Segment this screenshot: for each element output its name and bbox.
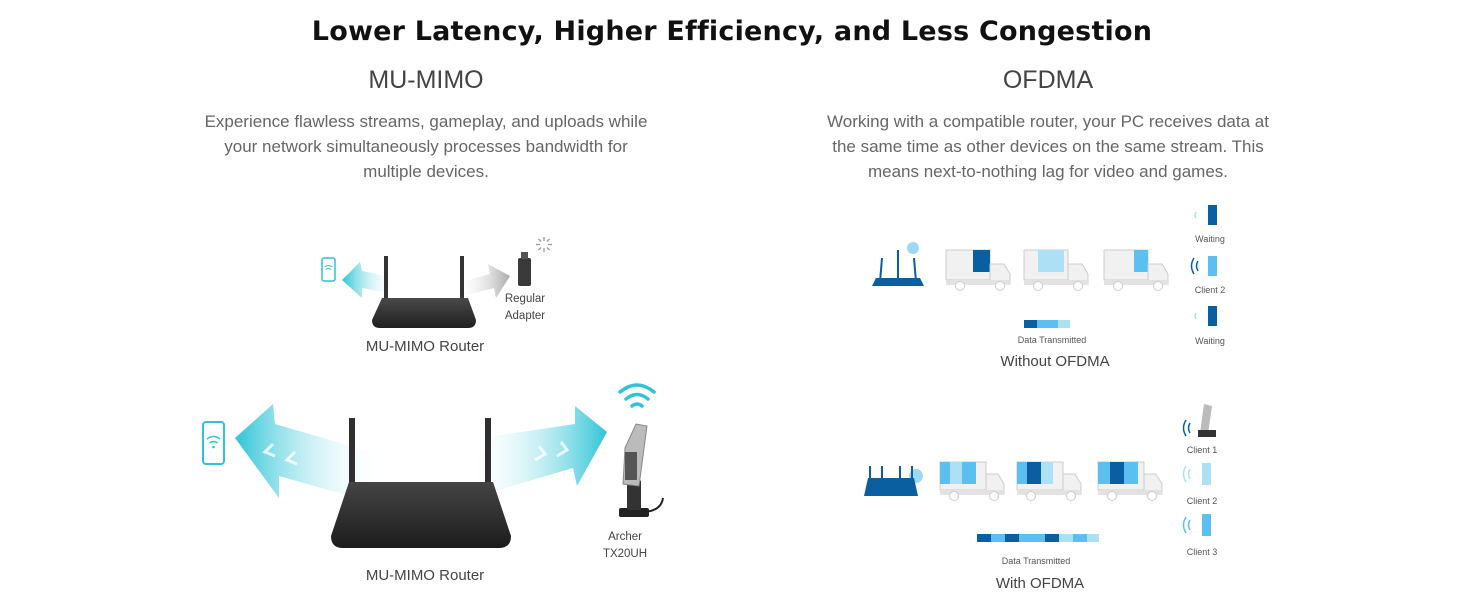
truck-icon (1024, 250, 1088, 291)
client-status-label: Waiting (1190, 234, 1230, 244)
with-ofdma-diagram (860, 400, 1230, 550)
without-ofdma-caption: Without OFDMA (955, 353, 1155, 370)
page-headline: Lower Latency, Higher Efficiency, and Le… (0, 16, 1464, 47)
data-transmitted-label: Data Transmitted (986, 556, 1086, 566)
adapter-label-line: Regular (495, 291, 555, 308)
signal-waves-icon (1192, 258, 1199, 274)
archer-adapter-label: Archer TX20UH (595, 529, 655, 563)
mu-mimo-title: MU-MIMO (276, 66, 576, 95)
phone-wifi-icon (322, 258, 335, 281)
client-label: Client 1 (1182, 445, 1222, 455)
wifi-icon (620, 385, 654, 406)
ofdma-title: OFDMA (898, 66, 1198, 95)
router-icon (372, 298, 476, 328)
client-device-icon (1195, 306, 1217, 326)
truck-icon (1104, 250, 1168, 291)
phone-wifi-icon (203, 422, 224, 464)
mu-mimo-router-caption-bottom: MU-MIMO Router (325, 567, 525, 584)
mu-mimo-desc-line: Experience flawless streams, gameplay, a… (176, 109, 676, 134)
usb-adapter-icon (619, 424, 663, 517)
mu-mimo-description: Experience flawless streams, gameplay, a… (176, 109, 676, 184)
client-status-label: Waiting (1190, 336, 1230, 346)
ofdma-desc-line: the same time as other devices on the sa… (798, 134, 1298, 159)
data-transmitted-bar (1024, 320, 1070, 328)
client-device-icon (1192, 256, 1218, 276)
client-device-icon (1195, 205, 1217, 225)
truck-icon (1017, 462, 1081, 501)
client-device-icon (1184, 404, 1217, 437)
ofdma-desc-line: Working with a compatible router, your P… (798, 109, 1298, 134)
truck-icon (1098, 462, 1162, 501)
data-transmitted-label: Data Transmitted (1002, 335, 1102, 345)
adapter-label-line: Adapter (495, 308, 555, 325)
loading-spinner-icon (536, 237, 552, 252)
client-device-icon (1184, 463, 1212, 485)
adapter-label-line: TX20UH (595, 546, 655, 563)
with-ofdma-caption: With OFDMA (940, 575, 1140, 592)
ofdma-desc-line: means next-to-nothing lag for video and … (798, 159, 1298, 184)
router-icon (864, 466, 923, 496)
router-icon (872, 242, 924, 286)
without-ofdma-diagram (868, 200, 1238, 340)
signal-waves-icon (1184, 420, 1191, 436)
client-status-label: Client 2 (1190, 285, 1230, 295)
truck-icon (946, 250, 1010, 291)
regular-adapter-label: Regular Adapter (495, 291, 555, 325)
client-label: Client 2 (1182, 496, 1222, 506)
client-label: Client 3 (1182, 547, 1222, 557)
mu-mimo-router-caption-top: MU-MIMO Router (325, 338, 525, 355)
adapter-label-line: Archer (595, 529, 655, 546)
mu-mimo-desc-line: multiple devices. (176, 159, 676, 184)
router-icon (331, 482, 511, 548)
mu-mimo-desc-line: your network simultaneously processes ba… (176, 134, 676, 159)
data-transmitted-bar (977, 534, 1099, 542)
ofdma-description: Working with a compatible router, your P… (798, 109, 1298, 184)
truck-icon (940, 462, 1004, 501)
usb-adapter-icon (518, 252, 531, 286)
client-device-icon (1184, 514, 1212, 536)
